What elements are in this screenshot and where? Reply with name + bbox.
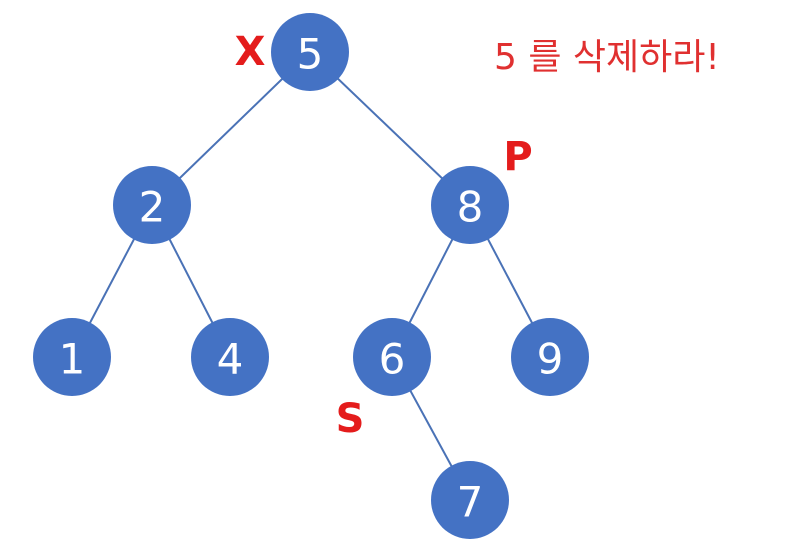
tree-edges <box>71 51 551 501</box>
node-label: 1 <box>59 335 86 384</box>
tree-node-9: 9 <box>511 318 589 396</box>
tree-node-5: 5 <box>271 13 349 91</box>
node-circle <box>113 166 191 244</box>
tree-node-1: 1 <box>33 318 111 396</box>
tree-node-8: 8 <box>431 166 509 244</box>
tree-node-6: 6 <box>353 318 431 396</box>
tree-node-4: 4 <box>191 318 269 396</box>
node-circle <box>431 166 509 244</box>
node-circle <box>353 318 431 396</box>
marker-p: P <box>503 134 532 180</box>
node-label: 4 <box>217 335 244 384</box>
node-label: 5 <box>297 30 324 79</box>
node-label: 7 <box>457 478 484 527</box>
tree-node-7: 7 <box>431 461 509 539</box>
tree-node-2: 2 <box>113 166 191 244</box>
marker-s: S <box>336 396 365 442</box>
node-circle <box>33 318 111 396</box>
node-label: 8 <box>457 183 484 232</box>
node-label: 6 <box>379 335 406 384</box>
node-circle <box>271 13 349 91</box>
node-circle <box>431 461 509 539</box>
delete-instruction-text: 5 를 삭제하라! <box>494 37 720 78</box>
node-label: 9 <box>537 335 564 384</box>
node-markers: X P S <box>235 29 533 442</box>
node-label: 2 <box>139 183 166 232</box>
marker-x: X <box>235 29 266 75</box>
node-circle <box>191 318 269 396</box>
node-circle <box>511 318 589 396</box>
